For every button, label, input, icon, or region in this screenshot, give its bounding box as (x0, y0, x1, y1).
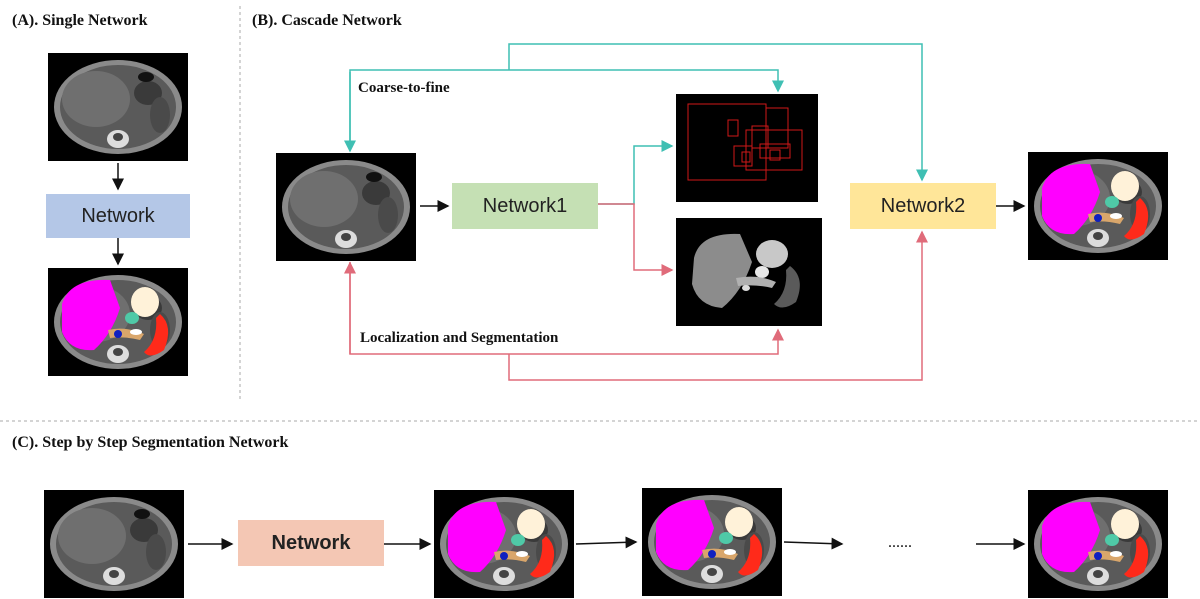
panel-c-network-label: Network (271, 531, 351, 554)
panel-b-input-ct-image (276, 153, 416, 261)
teal-loop-outer (508, 43, 928, 182)
panel-c-seg-image-1 (434, 490, 574, 598)
panel-b-mask-image (676, 218, 822, 326)
panel-a-input-ct-image (48, 53, 188, 161)
panel-a-network-label: Network (81, 204, 155, 227)
panel-b-network2-label: Network2 (880, 194, 966, 217)
localization-segmentation-label: Localization and Segmentation (360, 330, 559, 346)
red-loop-outer (508, 230, 928, 381)
panel-a-title: (A). Single Network (12, 12, 148, 29)
panel-b-network1-box (452, 183, 598, 229)
panel-b-title: (B). Cascade Network (252, 12, 402, 29)
red-branch-arrow (598, 203, 674, 276)
panel-a-network-box (46, 194, 190, 238)
panel-b-network1-label: Network1 (482, 194, 568, 217)
panel-b-output-seg-image (1028, 152, 1168, 260)
teal-branch-arrow (598, 140, 674, 205)
panel-b-bbox-image (676, 94, 818, 202)
panel-c-input-ct-image (44, 490, 184, 598)
panel-c-network-box (238, 520, 384, 566)
panel-a-output-seg-image (48, 268, 188, 376)
panel-c-title: (C). Step by Step Segmentation Network (12, 434, 289, 451)
panel-c-ellipsis: ...... (888, 534, 912, 551)
panel-c-seg-image-final (1028, 490, 1168, 598)
panel-c-arrow-3 (575, 536, 638, 549)
coarse-to-fine-label: Coarse-to-fine (358, 80, 450, 96)
panel-b-network2-box (850, 183, 996, 229)
panel-c-arrow-4 (783, 537, 844, 550)
panel-c-seg-image-2 (642, 488, 782, 596)
